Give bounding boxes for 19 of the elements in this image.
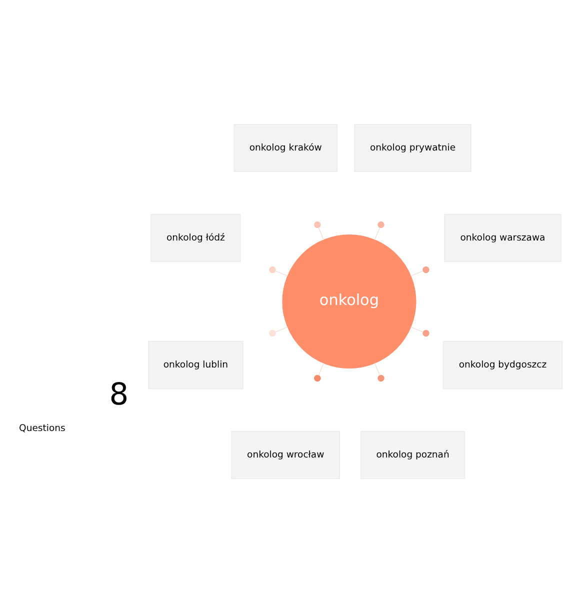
connector [410, 326, 424, 333]
node-circle [314, 221, 321, 228]
node-circle: onkolog [282, 234, 416, 369]
connector [374, 227, 380, 240]
label: 8 [109, 377, 129, 412]
node-circle [314, 374, 321, 382]
label: Questions [19, 423, 66, 434]
node-circle [269, 330, 276, 337]
connector [274, 270, 288, 276]
connector [318, 362, 324, 376]
connector [318, 227, 324, 240]
connector [274, 326, 288, 333]
connector [410, 270, 424, 276]
node-circle [269, 266, 276, 274]
node-circle [378, 221, 384, 228]
node-circle [378, 374, 384, 382]
node-circle [422, 266, 430, 274]
node-circle [422, 330, 430, 337]
connector [374, 362, 380, 376]
